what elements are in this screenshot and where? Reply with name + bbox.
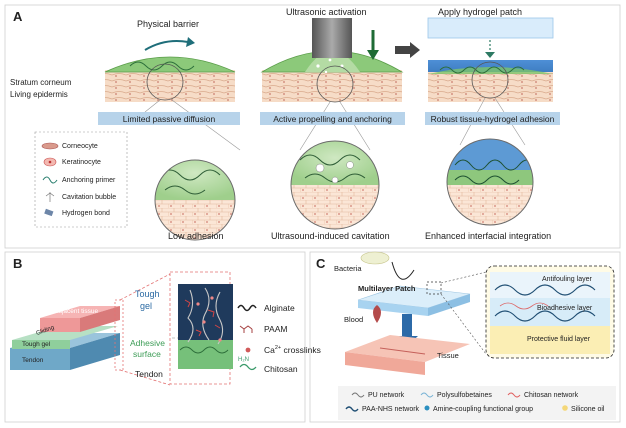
oil-icon <box>562 405 568 411</box>
pu-icon <box>351 392 365 398</box>
layer-protective: Protective fluid layer <box>527 336 591 343</box>
legend-amine: Amine-coupling functional group <box>433 406 534 413</box>
psb-icon <box>420 392 434 398</box>
stage-2-skin <box>260 50 404 151</box>
bacteria-icon <box>360 251 390 265</box>
panel-b-letter: B <box>13 256 23 271</box>
layer-zoom <box>485 265 615 359</box>
outcome-integration: Enhanced interfacial integration <box>425 231 552 241</box>
label-bacteria: Bacteria <box>334 264 362 273</box>
outcome-low-adhesion: Low adhesion <box>168 231 224 241</box>
paam-icon <box>239 325 253 333</box>
ca-crosslink-icon <box>245 347 251 353</box>
legend-oil: Silicone oil <box>571 406 605 413</box>
label-tendon-block: Tendon <box>22 357 44 364</box>
legend-pu: PU network <box>368 392 405 399</box>
blood-drop-icon <box>373 305 381 323</box>
alginate-icon <box>237 304 257 312</box>
zoom-tendon: Tendon <box>135 369 163 379</box>
legend-alginate: Alginate <box>264 303 295 313</box>
zoom-adhesive-2: surface <box>133 349 161 359</box>
label-tissue: Tissue <box>437 351 459 360</box>
legend-ca-crosslinks: Ca2+ crosslinks <box>264 345 321 355</box>
legend-hydrogen-bond: Hydrogen bond <box>62 210 110 217</box>
tough-gel-zoom <box>178 284 233 369</box>
curved-arrow-icon <box>144 40 189 51</box>
right-arrow-icon <box>395 42 420 58</box>
arrow-head-icon <box>186 37 195 47</box>
band-limited-diffusion: Limited passive diffusion <box>98 112 240 125</box>
legend-c-box <box>338 386 616 420</box>
amine-icon <box>424 405 430 411</box>
legend-h2n: H₂N <box>238 357 249 363</box>
outcome-cavitation: Ultrasound-induced cavitation <box>271 231 390 241</box>
panel-c-letter: C <box>316 256 326 271</box>
primer-icon <box>42 176 58 184</box>
label-living-epidermis: Living epidermis <box>10 90 68 99</box>
legend-paa: PAA-NHS network <box>362 406 420 413</box>
label-adjacent-tissue: Adjacent tissue <box>54 308 99 315</box>
legend-chitosan: Chitosan <box>264 364 298 374</box>
band-robust-adhesion: Robust tissue-hydrogel adhesion <box>425 112 560 125</box>
zoom-tough-1: Tough <box>135 289 160 299</box>
zoom-tough-2: gel <box>140 301 153 311</box>
label-stratum-corneum: Stratum corneum <box>10 78 72 87</box>
zoom-adhesive-1: Adhesive <box>130 338 165 348</box>
title-hydrogel-patch: Apply hydrogel patch <box>438 7 523 17</box>
legend-primer: Anchoring primer <box>62 177 116 184</box>
legend-bubble: Cavitation bubble <box>62 194 117 201</box>
layer-bioadhesive: Bioadhesive layer <box>537 305 593 312</box>
title-ultrasonic: Ultrasonic activation <box>286 7 367 17</box>
hydrogel-patch <box>427 17 554 39</box>
bubble-icon <box>45 192 55 202</box>
layer-antifouling: Antifouling layer <box>542 276 592 283</box>
corneocyte-icon <box>41 142 59 150</box>
label-multilayer-patch: Multilayer Patch <box>358 284 416 293</box>
band-active-propelling: Active propelling and anchoring <box>260 112 405 125</box>
stage-3-skin <box>427 17 554 146</box>
stage-1-skin <box>104 56 241 151</box>
chitosan-icon <box>239 363 257 371</box>
tendon-block <box>10 306 120 370</box>
deflect-arrow-icon <box>391 261 415 280</box>
label-tough-gel-block: Tough gel <box>22 341 51 348</box>
legend-paam: PAAM <box>264 324 288 334</box>
hydrogen-bond-icon <box>44 208 54 217</box>
legend-keratinocyte: Keratinocyte <box>62 159 101 166</box>
legend-psb: Polysulfobetaines <box>437 392 492 399</box>
panel-a-letter: A <box>13 9 23 24</box>
paa-icon <box>345 406 359 412</box>
ultrasound-probe <box>312 18 352 58</box>
chitosan-net-icon <box>507 392 521 398</box>
legend-corneocyte: Corneocyte <box>62 143 98 150</box>
legend-chitosan-network: Chitosan network <box>524 392 579 399</box>
title-physical-barrier: Physical barrier <box>137 19 200 29</box>
tissue-block <box>345 335 470 375</box>
label-blood: Blood <box>344 315 364 324</box>
